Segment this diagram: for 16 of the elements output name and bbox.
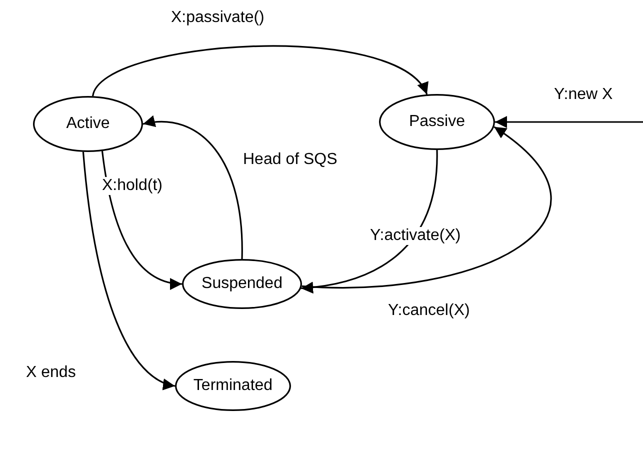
arrow — [82, 152, 176, 389]
arrow — [142, 116, 243, 259]
state-name: Passive — [408, 113, 466, 131]
edge-label: X:passivate() — [170, 9, 266, 27]
arrow — [302, 126, 552, 289]
edge-label: Head of SQS — [242, 151, 338, 169]
arrow — [101, 150, 182, 290]
state-name: Suspended — [202, 275, 282, 293]
arrow — [495, 116, 643, 128]
edge-label: Y:cancel(X) — [387, 302, 471, 320]
arrow — [92, 46, 428, 96]
edge-label: X:hold(t) — [101, 177, 164, 195]
state-name: Terminated — [193, 377, 273, 395]
arrow — [301, 150, 438, 294]
state-name: Active — [66, 115, 110, 133]
edge-label: Y:activate(X) — [369, 227, 462, 245]
